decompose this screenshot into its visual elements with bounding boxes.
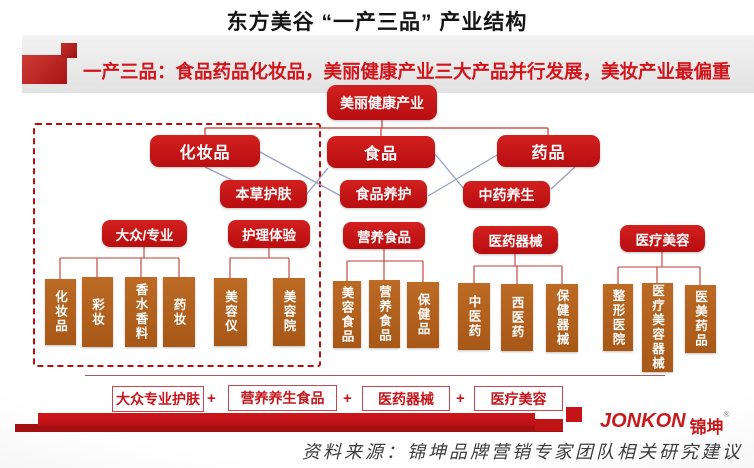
node-branch-food: 食品: [327, 136, 435, 168]
leaf-health-devices: 保健器械: [546, 284, 578, 352]
leaf-medical-beauty-drugs: 医美药品: [685, 285, 716, 353]
plus-sign-3: +: [456, 390, 465, 407]
leaf-medical-beauty-devices: 医疗美容器械: [642, 283, 673, 372]
summary-item-skincare: 大众专业护肤: [112, 386, 204, 412]
node-root: 美丽健康产业: [327, 85, 437, 120]
summary-item-devices: 医药器械: [362, 386, 450, 411]
leaf-western-medicine: 西医药: [501, 284, 533, 351]
leaf-cosmeceuticals: 药妆: [163, 277, 195, 347]
plus-sign-1: +: [207, 390, 216, 407]
leaf-tcm: 中医药: [458, 283, 490, 350]
page-title: 东方美谷 “一产三品” 产业结构: [226, 11, 528, 34]
node-branch-cosmetics: 化妆品: [150, 135, 260, 167]
footer-ribbon-square: [566, 407, 582, 422]
logo-text-en: JONKON: [600, 410, 686, 432]
summary-divider-line: [85, 375, 665, 376]
footer-ribbon-lower: [15, 424, 563, 432]
leaf-cosmetics: 化妆品: [45, 279, 76, 345]
group-medical-beauty: 医疗美容: [620, 225, 705, 252]
leaf-perfume-fragrance: 香水香料: [125, 277, 157, 347]
group-nutrition-food: 营养食品: [343, 222, 425, 249]
logo-text-cn: 锦坤: [689, 418, 724, 437]
leaf-beauty-device: 美容仪: [214, 278, 247, 346]
jonkon-logo: JONKON 锦坤 ®: [600, 410, 729, 438]
footer-ribbon-main: [38, 413, 535, 426]
leaf-health-products: 保健品: [407, 282, 439, 348]
group-medical-devices: 医药器械: [473, 226, 558, 254]
leaf-beauty-salon: 美容院: [273, 278, 305, 346]
leaf-plastic-surgery-hospital: 整形医院: [603, 284, 633, 351]
cosmetics-focus-dashed-frame: [33, 123, 321, 367]
decor-square-large: [22, 55, 67, 84]
leaf-nutrition-food: 营养食品: [369, 280, 400, 348]
node-branch-medicine: 药品: [497, 135, 600, 167]
node-sub-herbal-skincare: 本草护肤: [220, 180, 307, 208]
summary-item-beauty: 医疗美容: [474, 386, 563, 411]
registered-mark: ®: [723, 410, 730, 419]
group-mass-professional: 大众/专业: [102, 220, 187, 247]
leaf-beauty-food: 美容食品: [333, 281, 361, 348]
group-care-experience: 护理体验: [228, 220, 310, 248]
node-sub-tcm-wellness: 中药养生: [463, 181, 550, 208]
decor-square-small: [61, 43, 77, 58]
plus-sign-2: +: [343, 390, 352, 407]
headline-band: [22, 35, 754, 93]
source-note: 资料来源：锦坤品牌营销专家团队相关研究建议: [302, 442, 743, 463]
headline-text: 一产三品：食品药品化妆品，美丽健康产业三大产品并行发展，美妆产业最偏重: [83, 61, 731, 82]
leaf-color-makeup: 彩妆: [82, 277, 113, 347]
footer-ribbon-step: [535, 419, 563, 431]
summary-item-nutrition: 营养养生食品: [228, 385, 337, 411]
node-sub-food-care: 食品养护: [340, 180, 427, 208]
